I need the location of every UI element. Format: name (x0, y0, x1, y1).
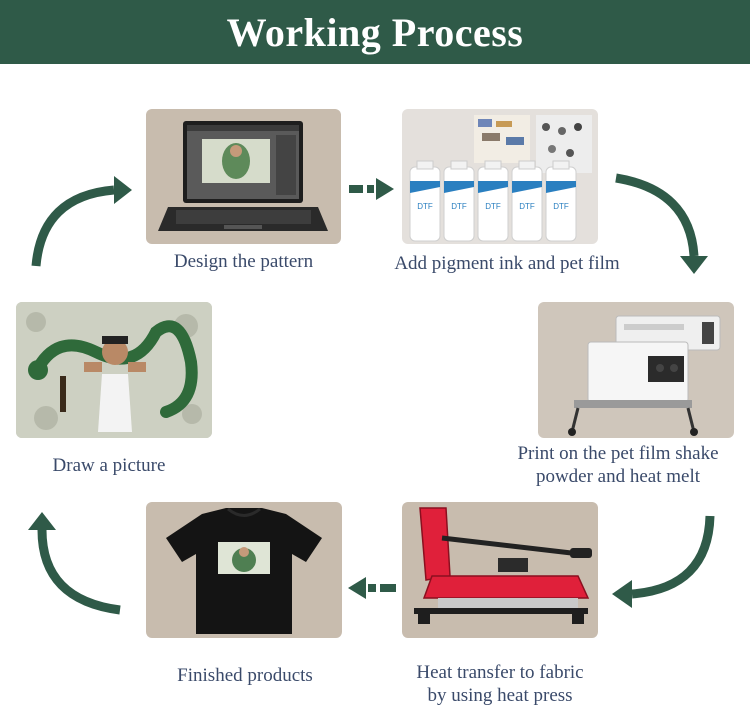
tshirt-illustration (166, 507, 322, 634)
bottle-label: DTF (417, 202, 433, 211)
step-draw-label: Draw a picture (52, 455, 166, 476)
step-ink-image: DTF DTF DTF DTF DTF (402, 109, 598, 244)
header-banner: Working Process (0, 0, 750, 64)
arrow-curve-right-icon (31, 176, 132, 267)
printer-illustration (568, 315, 721, 436)
arrow-left-icon (348, 577, 396, 599)
ink-bottles-illustration: DTF DTF DTF DTF DTF (409, 115, 592, 242)
heat-press-illustration (414, 507, 592, 624)
step-heat-label-line1: Heat transfer to fabric (416, 662, 584, 683)
bottle-label: DTF (519, 202, 535, 211)
step-draw-image (16, 302, 212, 438)
arrow-curve-left-icon (612, 515, 715, 608)
bottle-label: DTF (451, 202, 467, 211)
arrow-right-icon (349, 178, 394, 200)
step-design-label: Design the pattern (173, 251, 314, 272)
step-finished-label: Finished products (177, 665, 313, 686)
dragon-artwork (16, 302, 212, 438)
step-print-image (538, 302, 734, 438)
step-heat-image (402, 502, 598, 638)
laptop-illustration (158, 121, 328, 231)
bottle-label: DTF (485, 202, 501, 211)
arrow-curve-up-icon (28, 512, 121, 615)
step-design-image (146, 109, 341, 244)
step-ink-label: Add pigment ink and pet film (394, 253, 620, 274)
step-finished-image (146, 502, 342, 638)
step-print-label-line2: powder and heat melt (535, 466, 701, 487)
step-heat-label-line2: by using heat press (427, 685, 573, 706)
page-title: Working Process (226, 9, 524, 55)
bottle-label: DTF (553, 202, 569, 211)
step-print-label-line1: Print on the pet film shake (517, 443, 719, 464)
